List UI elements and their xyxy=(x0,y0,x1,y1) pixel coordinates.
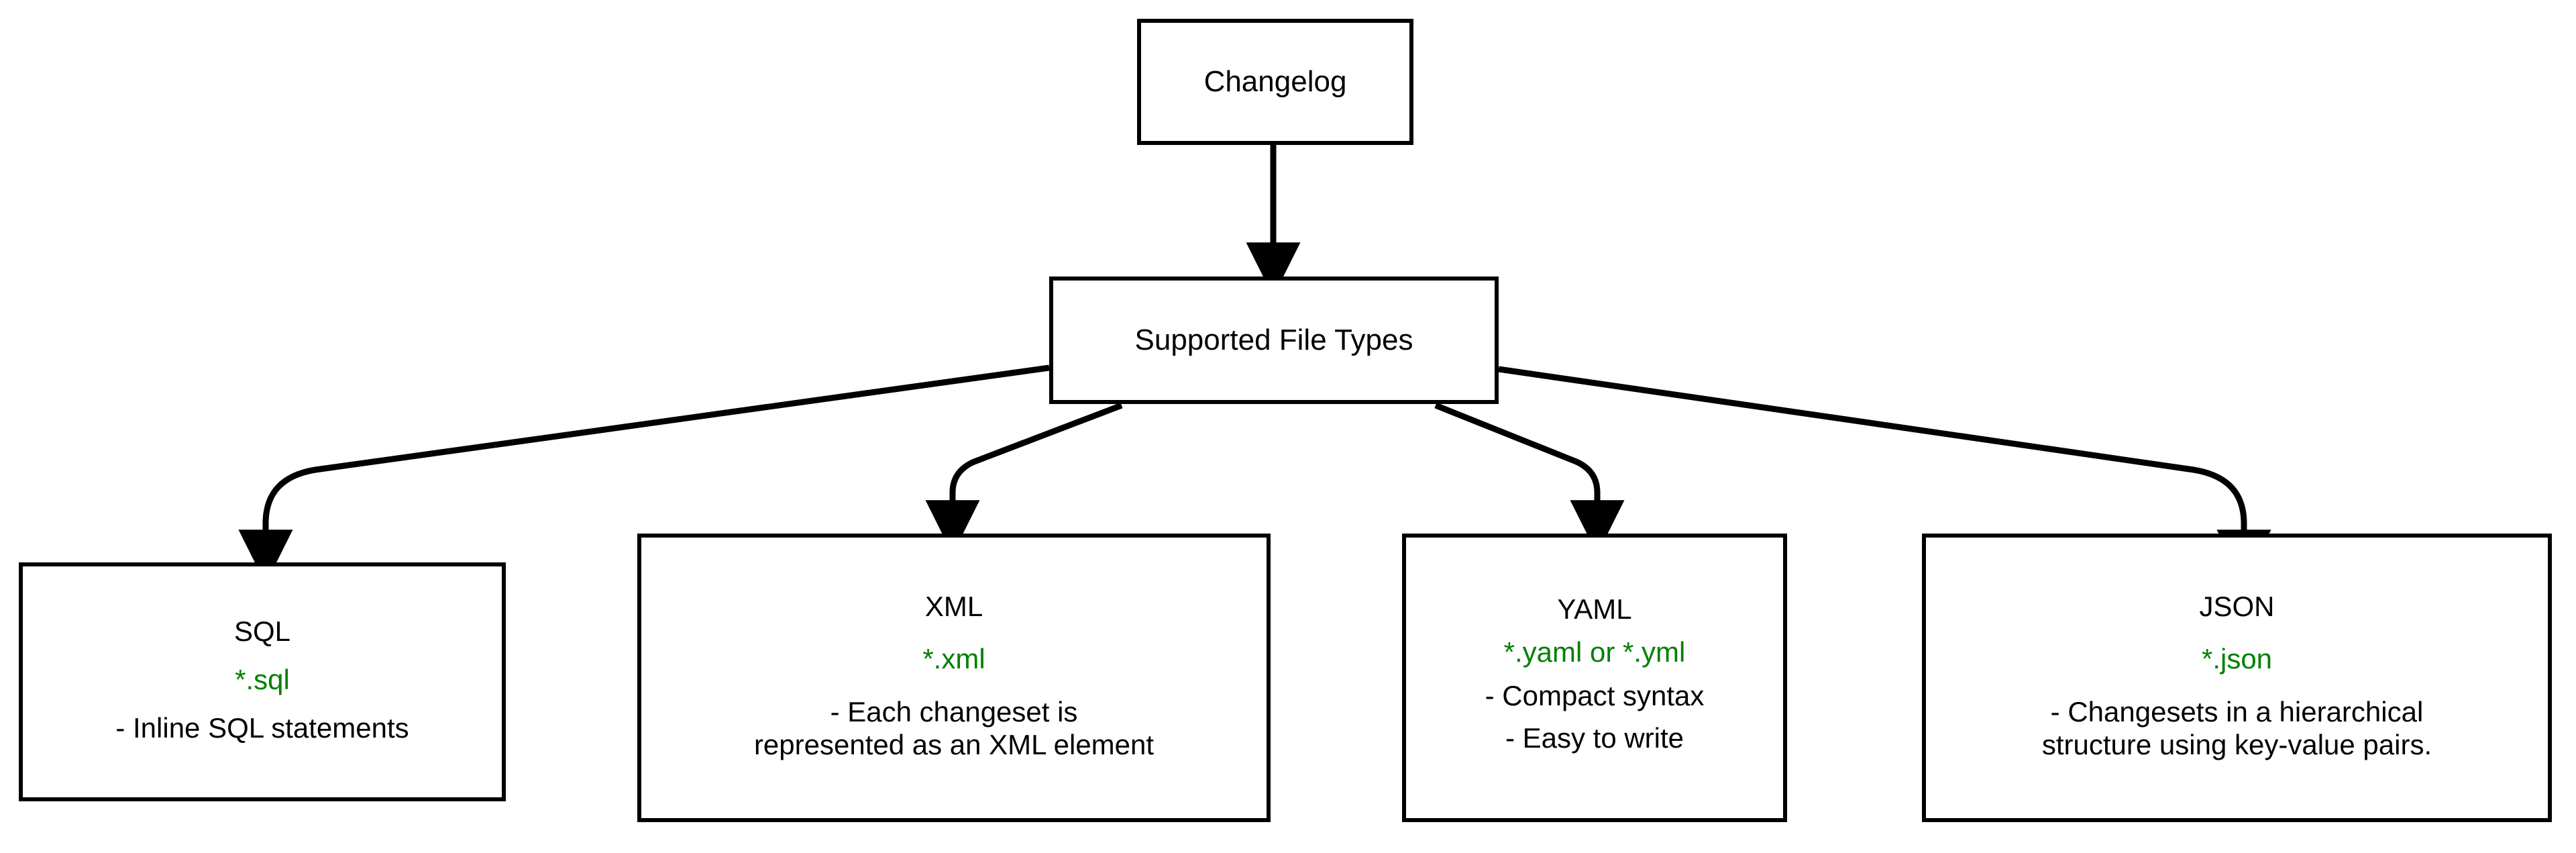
node-yaml-title: YAML xyxy=(1557,593,1632,625)
node-supported-file-types-label: Supported File Types xyxy=(1134,323,1413,356)
node-yaml-description-line: - Compact syntax xyxy=(1485,680,1705,712)
node-sql-description: - Inline SQL statements xyxy=(115,711,409,745)
edge-supported-to-json xyxy=(1498,366,2271,585)
node-sql-extension: *.sql xyxy=(235,664,290,696)
edge-supported-to-sql xyxy=(238,364,1050,585)
node-json-description-line: structure using key-value pairs. xyxy=(2041,729,2432,761)
edge-supported-to-yaml xyxy=(1434,402,1625,555)
node-json-description: - Changesets in a hierarchical structure… xyxy=(2042,695,2432,762)
node-yaml-extension: *.yaml or *.yml xyxy=(1503,636,1686,668)
node-supported-file-types[interactable]: Supported File Types xyxy=(1049,277,1499,404)
node-json-extension: *.json xyxy=(2201,643,2273,675)
node-sql-description-line: - Inline SQL statements xyxy=(115,712,409,744)
node-json-title: JSON xyxy=(2199,591,2275,623)
node-yaml-description: - Compact syntax - Easy to write xyxy=(1485,674,1705,759)
node-xml-extension: *.xml xyxy=(922,643,985,675)
node-xml[interactable]: XML *.xml - Each changeset is represente… xyxy=(637,534,1271,822)
node-json-description-line: - Changesets in a hierarchical xyxy=(2050,695,2424,727)
node-sql[interactable]: SQL *.sql - Inline SQL statements xyxy=(19,562,506,801)
node-changelog-label: Changelog xyxy=(1203,64,1347,98)
node-yaml-description-line: - Easy to write xyxy=(1505,722,1684,754)
node-xml-title: XML xyxy=(924,591,983,623)
node-changelog[interactable]: Changelog xyxy=(1137,19,1413,145)
node-xml-description-line: - Each changeset is xyxy=(830,695,1078,727)
node-yaml[interactable]: YAML *.yaml or *.yml - Compact syntax - … xyxy=(1402,534,1787,822)
node-json[interactable]: JSON *.json - Changesets in a hierarchic… xyxy=(1922,534,2552,822)
node-xml-description: - Each changeset is represented as an XM… xyxy=(754,695,1154,762)
edge-supported-to-xml xyxy=(925,402,1123,555)
node-xml-description-line: represented as an XML element xyxy=(753,729,1155,761)
node-sql-title: SQL xyxy=(233,615,291,648)
